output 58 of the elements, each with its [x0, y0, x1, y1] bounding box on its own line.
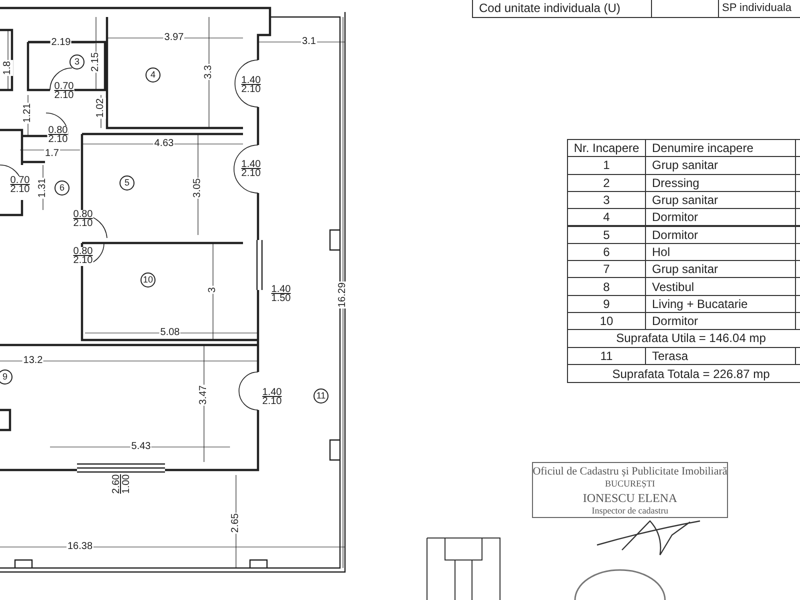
dimension-label: 0.80: [72, 210, 94, 220]
dimension-label: 16.38: [66, 542, 94, 552]
dimension-label: 0.70: [53, 82, 75, 92]
dimension-label: 3.1: [301, 37, 317, 47]
dimension-label: 3: [208, 286, 218, 294]
dimension-label: 2.10: [72, 219, 94, 229]
room-number: 9: [0, 370, 12, 384]
stamp-text: Inspector de cadastru: [592, 506, 668, 516]
dimension-label: 3.47: [199, 384, 209, 406]
dimension-label: 2.10: [53, 91, 75, 101]
dimension-label: 2.10: [240, 85, 262, 95]
stamp-text: Oficiul de Cadastru și Publicitate Imobiliară: [532, 466, 728, 478]
table-cell: Denumire incapere: [645, 139, 796, 158]
dimension-label: 5.08: [159, 328, 181, 338]
room-number: 6: [54, 180, 70, 196]
table-cell: Cod unitate individuala (U): [472, 0, 652, 18]
room-number: 5: [120, 176, 134, 190]
room-number: 10: [140, 272, 156, 288]
dimension-label: 1.21: [23, 102, 33, 124]
table-cell: SP individuala: [718, 0, 800, 18]
dimension-label: 2.65: [231, 512, 241, 534]
dimension-label: 2.10: [261, 397, 283, 407]
dimension-label: 0.80: [72, 247, 94, 257]
dimension-label: 2.10: [240, 169, 262, 179]
dimension-label: 2.10: [47, 135, 69, 145]
dimension-label: 3.05: [193, 177, 203, 199]
stamp-text: IONESCU ELENA: [582, 492, 678, 504]
dimension-label: 0.70: [9, 176, 31, 186]
stamp-text: BUCUREȘTI: [605, 480, 655, 488]
dimension-label: 1.40: [240, 76, 262, 86]
dimension-label: 1.7: [44, 149, 60, 159]
table-cell: Suprafata Totala = 226.87 mp: [567, 364, 800, 384]
room-number: 4: [146, 68, 160, 82]
dimension-label: 4.63: [153, 139, 175, 149]
dimension-label: 3.3: [204, 64, 214, 80]
dimension-label: 1.40: [270, 285, 292, 295]
room-number: 3: [70, 54, 84, 70]
dimension-label: 1.50: [270, 294, 292, 304]
dimension-label: 1.31: [38, 177, 48, 199]
dimension-label: 0.80: [47, 126, 69, 136]
dimension-label: 2.60: [112, 473, 122, 495]
dimension-label: 3.97: [163, 33, 185, 43]
dimension-label: 2.10: [9, 185, 31, 195]
dimension-label: 16.29: [338, 281, 348, 309]
dimension-label: 2.10: [72, 256, 94, 266]
dimension-label: 5.43: [130, 442, 152, 452]
dimension-label: 1.00: [122, 473, 132, 495]
dimension-label: 13.2: [22, 356, 44, 366]
dimension-label: 2.19: [50, 38, 72, 48]
dimension-label: 1.8: [3, 60, 13, 76]
dimension-label: 1.40: [240, 160, 262, 170]
table-cell: 5: [567, 226, 646, 244]
table-cell: 4: [567, 208, 646, 226]
table-cell: Nr. Incapere: [567, 139, 646, 158]
dimension-label: 1.02: [96, 97, 106, 119]
dimension-label: 2.15: [91, 51, 101, 73]
dimension-label: 1.40: [261, 388, 283, 398]
room-number: 11: [314, 388, 328, 404]
